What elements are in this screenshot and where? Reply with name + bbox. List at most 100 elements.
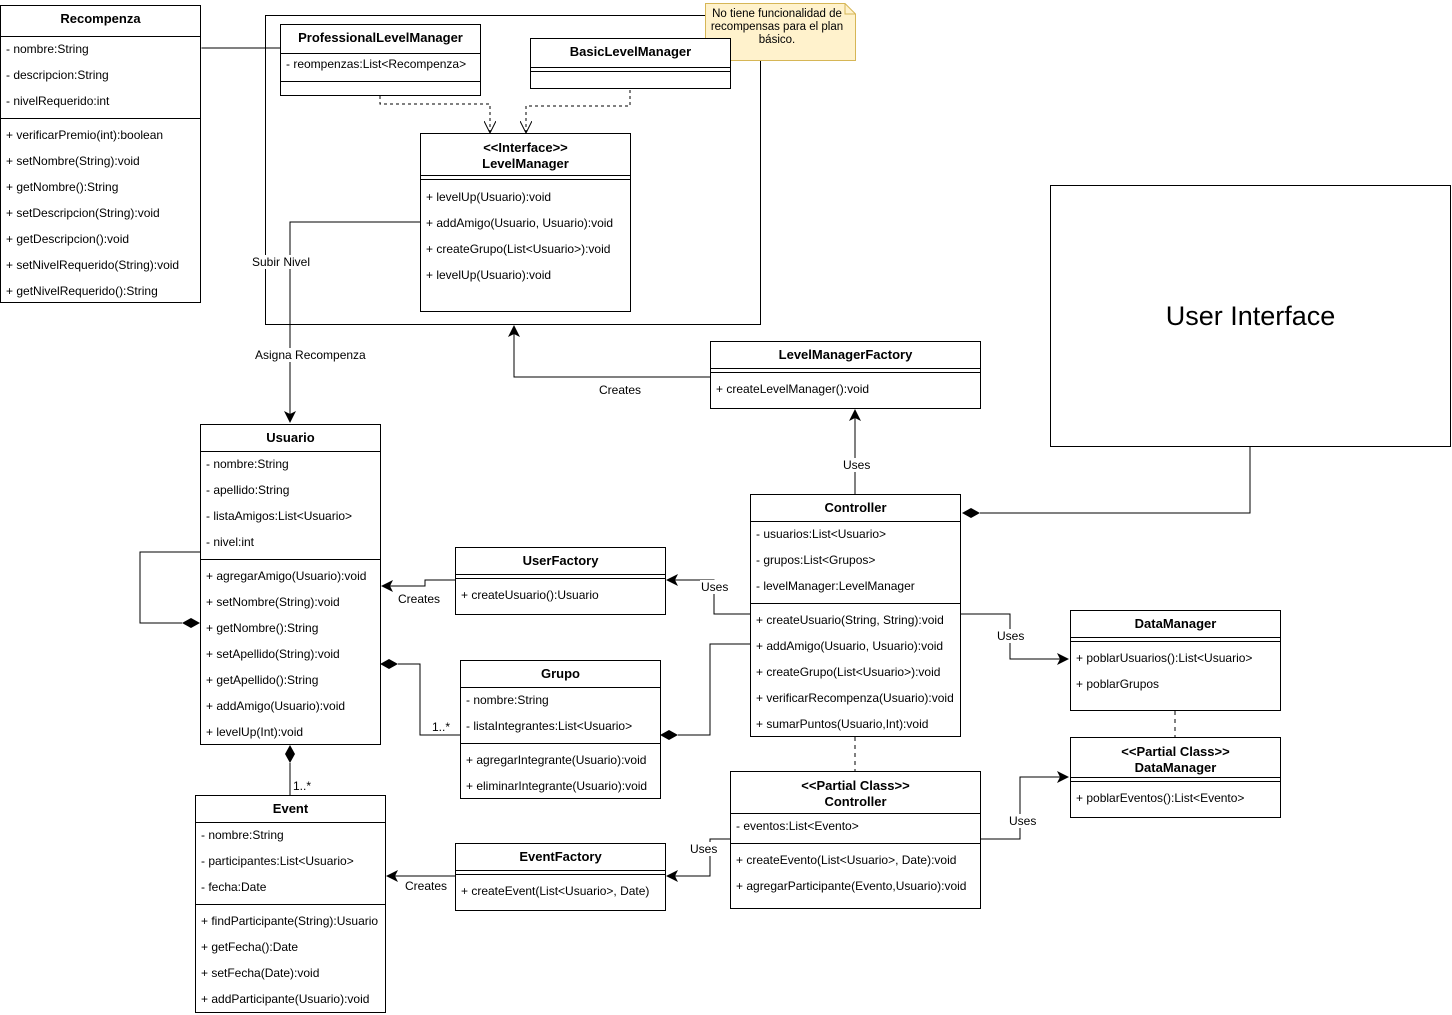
class-grupo[interactable]: Grupo - nombre:String - listaIntegrantes… <box>460 660 661 799</box>
method: + setFecha(Date):void <box>201 966 320 980</box>
professional-realization-line <box>379 96 490 132</box>
method: + verificarRecompenza(Usuario):void <box>756 691 954 705</box>
method: + createEvento(List<Usuario>, Date):void <box>736 853 957 867</box>
class-user-factory[interactable]: UserFactory + createUsuario():Usuario <box>455 547 666 615</box>
attribute: - listaIntegrantes:List<Usuario> <box>466 719 633 733</box>
class-divider <box>421 179 630 180</box>
edge-label-event-multiplicity: 1..* <box>292 779 313 793</box>
method: + getDescripcion():void <box>6 232 130 246</box>
method: + agregarAmigo(Usuario):void <box>206 569 367 583</box>
class-partial-controller[interactable]: <<Partial Class>> Controller - eventos:L… <box>730 771 981 909</box>
method: + poblarGrupos <box>1076 677 1160 691</box>
usuario-grupo-diamond <box>380 659 398 669</box>
class-divider <box>1 36 200 37</box>
controller-grupo-diamond <box>660 730 678 740</box>
method: + poblarUsuarios():List<Usuario> <box>1076 651 1253 665</box>
class-name: EventFactory <box>519 849 602 864</box>
method: + createUsuario():Usuario <box>461 588 599 602</box>
class-controller[interactable]: Controller - usuarios:List<Usuario> - gr… <box>750 494 961 737</box>
edge-label-uses-datamanager: Uses <box>996 629 1026 643</box>
class-header: <<Partial Class>> DataManager <box>1071 738 1280 776</box>
method: + eliminarIntegrante(Usuario):void <box>466 779 648 793</box>
class-divider <box>531 71 730 72</box>
attribute: - nombre:String <box>206 457 289 471</box>
method: + setDescripcion(String):void <box>6 206 160 220</box>
class-divider <box>196 822 385 823</box>
attribute: - participantes:List<Usuario> <box>201 854 354 868</box>
method: + agregarIntegrante(Usuario):void <box>466 753 647 767</box>
attribute: - eventos:List<Evento> <box>736 819 859 833</box>
class-recompenza[interactable]: Recompenza - nombre:String - descripcion… <box>0 5 201 303</box>
note: No tiene funcionalidad de recompensas pa… <box>705 3 856 61</box>
attribute: - fecha:Date <box>201 880 267 894</box>
user-interface-box[interactable]: User Interface <box>1050 185 1451 447</box>
edge-label-grupo-multiplicity: 1..* <box>431 720 452 734</box>
basic-realization-line <box>526 90 631 132</box>
method: + levelUp(Usuario):void <box>426 268 552 282</box>
method: + findParticipante(String):Usuario <box>201 914 379 928</box>
class-level-manager-factory[interactable]: LevelManagerFactory + createLevelManager… <box>710 341 981 409</box>
class-header: <<Partial Class>> Controller <box>731 772 980 812</box>
class-divider <box>1 118 200 119</box>
controller-grupo-line <box>678 643 750 736</box>
class-divider <box>531 67 730 68</box>
class-basic-level-manager[interactable]: BasicLevelManager <box>530 38 731 89</box>
method: + verificarPremio(int):boolean <box>6 128 164 142</box>
class-name: Grupo <box>541 666 580 681</box>
usuario-grupo-line <box>398 663 460 736</box>
class-divider <box>456 870 665 871</box>
class-divider <box>731 813 980 814</box>
usuario-self-line <box>139 551 200 624</box>
usuario-self-diamond <box>182 618 200 628</box>
class-data-manager[interactable]: DataManager + poblarUsuarios():List<Usua… <box>1070 610 1281 711</box>
class-divider <box>751 603 960 604</box>
class-professional-level-manager[interactable]: ProfessionalLevelManager - reompenzas:Li… <box>280 24 481 96</box>
method: + getNivelRequerido():String <box>6 284 158 298</box>
method: + setNivelRequerido(String):void <box>6 258 180 272</box>
edge-label-uses-userfactory: Uses <box>700 580 730 594</box>
class-divider <box>201 559 380 560</box>
class-divider <box>281 81 480 82</box>
method: + createGrupo(List<Usuario>):void <box>426 242 611 256</box>
attribute: - nombre:String <box>466 693 549 707</box>
class-event[interactable]: Event - nombre:String - participantes:Li… <box>195 795 386 1013</box>
attribute: - nivel:int <box>206 535 255 549</box>
ui-composition-diamond <box>962 508 980 518</box>
method: + addAmigo(Usuario, Usuario):void <box>756 639 944 653</box>
attribute: - nombre:String <box>6 42 89 56</box>
edge-label-uses-factory: Uses <box>842 458 872 472</box>
class-name: ProfessionalLevelManager <box>298 30 463 45</box>
edge-label-uses-eventfactory: Uses <box>689 842 719 856</box>
user-interface-label: User Interface <box>1165 300 1336 331</box>
class-header: <<Interface>> LevelManager <box>421 134 630 174</box>
class-name: BasicLevelManager <box>569 44 692 59</box>
class-divider <box>711 372 980 373</box>
class-name: LevelManagerFactory <box>778 347 913 362</box>
class-partial-data-manager[interactable]: <<Partial Class>> DataManager + poblarEv… <box>1070 737 1281 818</box>
class-usuario[interactable]: Usuario - nombre:String - apellido:Strin… <box>200 424 381 745</box>
stereotype: <<Partial Class>> <box>801 778 910 793</box>
class-event-factory[interactable]: EventFactory + createEvent(List<Usuario>… <box>455 843 666 911</box>
class-divider <box>456 874 665 875</box>
edge-label-creates-event: Creates <box>404 879 449 893</box>
edge-label-uses-partial-datamanager: Uses <box>1008 814 1038 828</box>
method: + addAmigo(Usuario):void <box>206 699 346 713</box>
method: + levelUp(Usuario):void <box>426 190 552 204</box>
class-name: Controller <box>824 500 887 515</box>
class-divider <box>1071 641 1280 642</box>
stereotype: <<Partial Class>> <box>1121 744 1230 759</box>
class-divider <box>751 521 960 522</box>
class-divider <box>1071 637 1280 638</box>
interface-level-manager[interactable]: <<Interface>> LevelManager + levelUp(Usu… <box>420 133 631 312</box>
attribute: - usuarios:List<Usuario> <box>756 527 887 541</box>
class-divider <box>711 368 980 369</box>
class-name: Controller <box>824 794 887 809</box>
class-name: Usuario <box>266 430 315 445</box>
class-divider <box>1071 781 1280 782</box>
method: + addParticipante(Usuario):void <box>201 992 370 1006</box>
method: + createUsuario(String, String):void <box>756 613 944 627</box>
method: + sumarPuntos(Usuario,Int):void <box>756 717 929 731</box>
attribute: - descripcion:String <box>6 68 109 82</box>
